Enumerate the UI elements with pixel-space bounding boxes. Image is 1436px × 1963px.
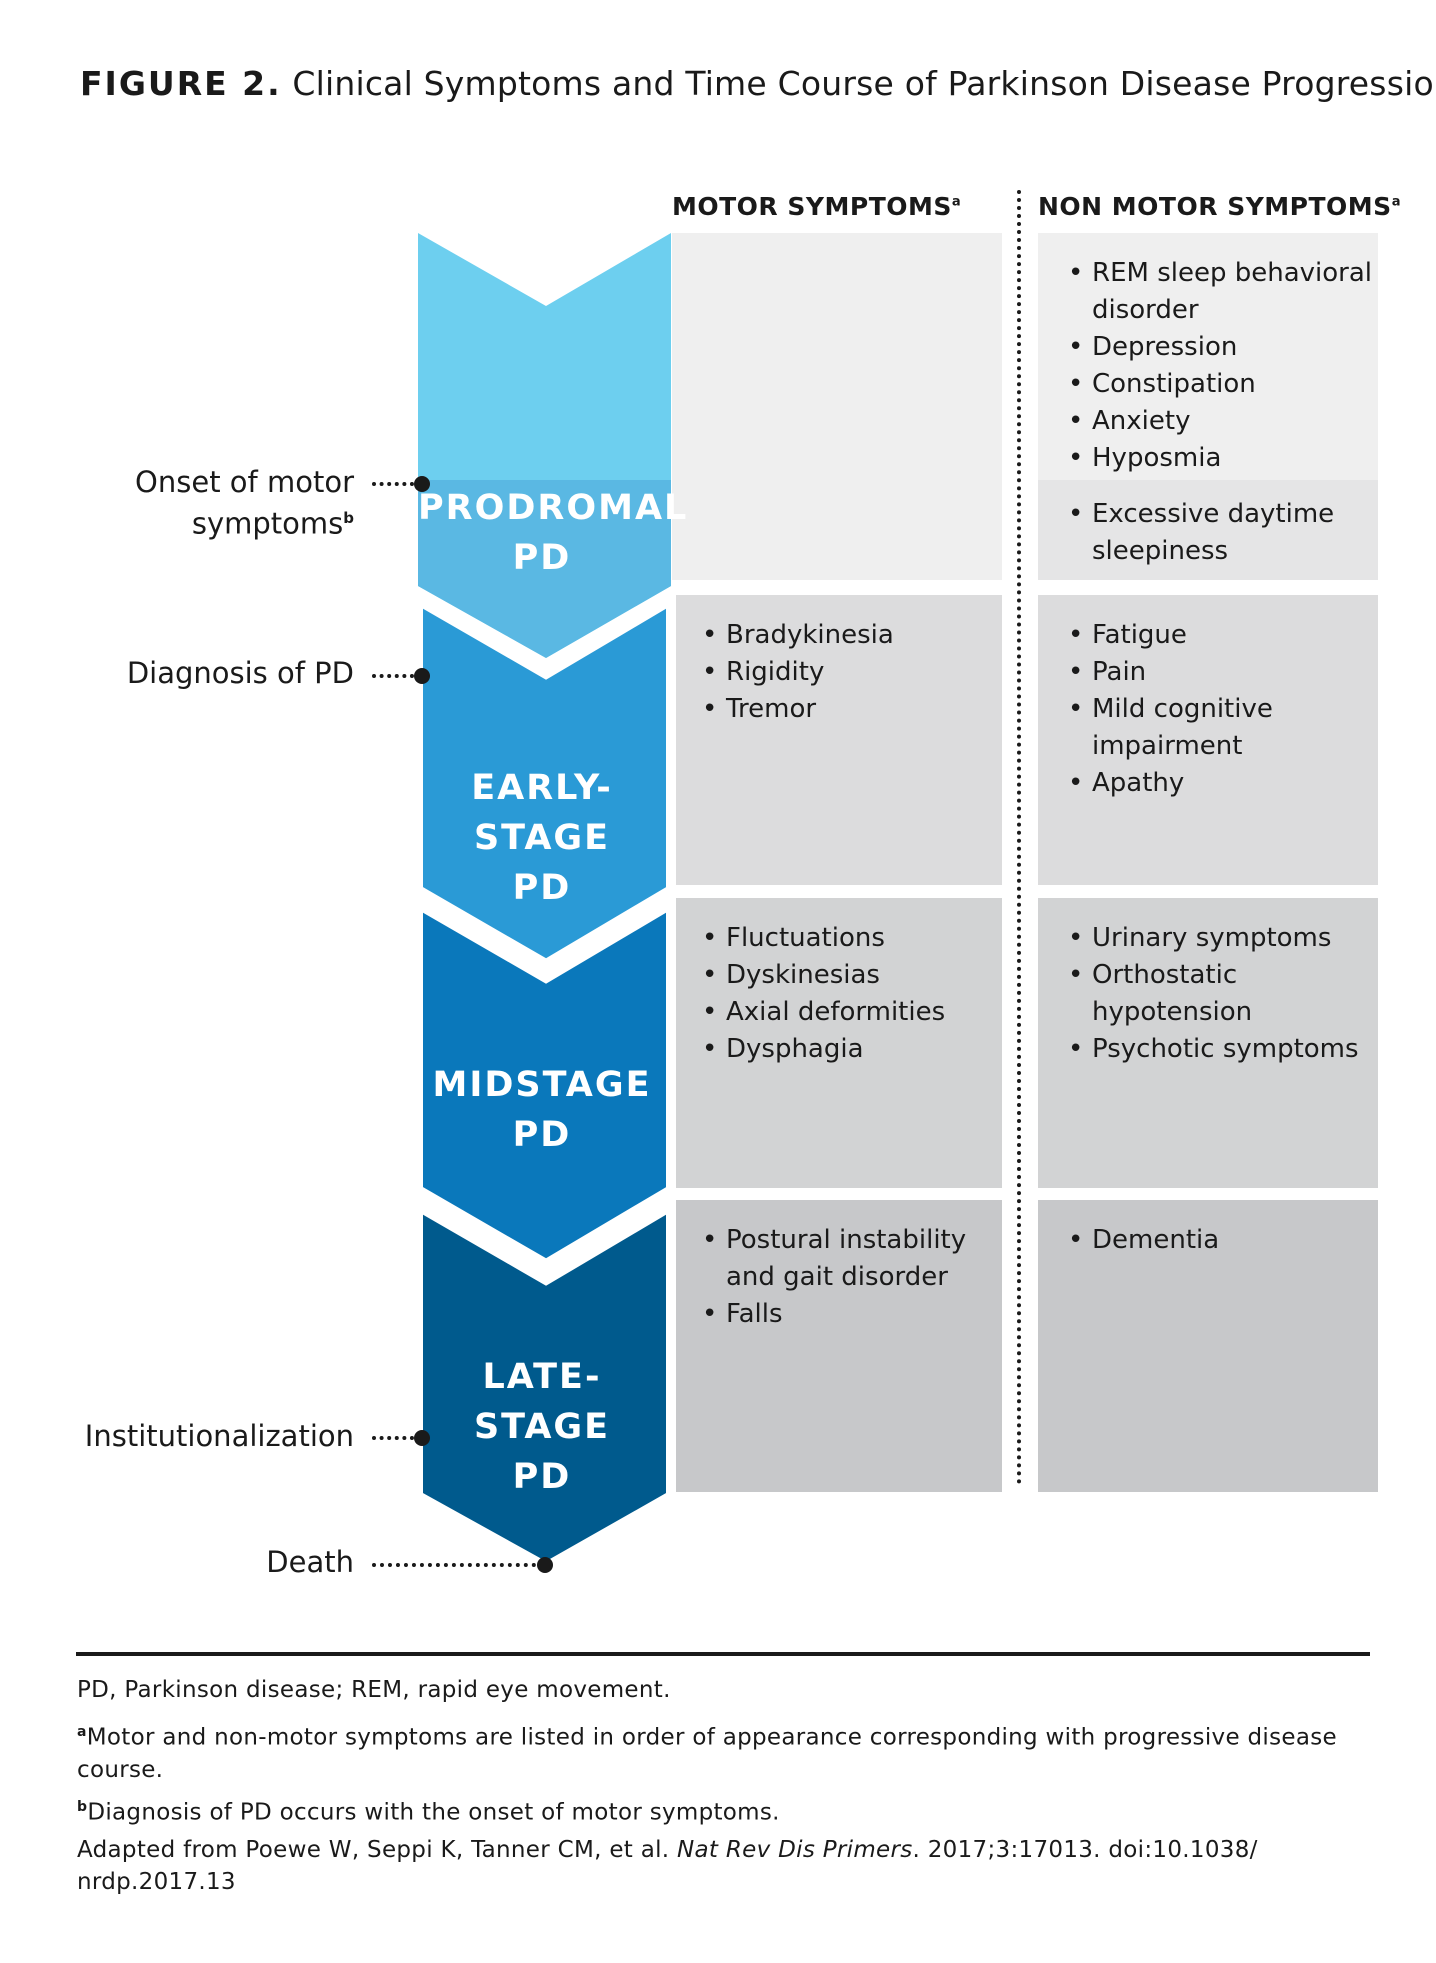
event-institutionalization-label: Institutionalization	[84, 1419, 354, 1453]
stage-label-prodromal: PRODROMAL PD	[418, 483, 689, 583]
stage-early-line1: EARLY-STAGE	[471, 768, 613, 858]
symptom-item: Tremor	[702, 691, 1002, 728]
event-institutionalization-leader	[372, 1436, 414, 1440]
nonmotor-subcell-prodromal-late: Excessive daytime sleepiness	[1038, 480, 1378, 580]
symptom-item: Pain	[1068, 654, 1378, 691]
symptom-item: Dysphagia	[702, 1031, 1002, 1068]
event-diagnosis-label: Diagnosis of PD	[126, 656, 354, 690]
nonmotor-cell-mid: Urinary symptomsOrthostatic hypotensionP…	[1038, 898, 1378, 1188]
nonmotor-list-prodromal-late: Excessive daytime sleepiness	[1038, 480, 1378, 570]
symptom-item: Urinary symptoms	[1068, 920, 1378, 957]
symptom-item: Rigidity	[702, 654, 1002, 691]
stage-label-late: LATE-STAGE PD	[418, 1352, 666, 1502]
event-death-marker	[537, 1557, 553, 1573]
symptom-item: Fluctuations	[702, 920, 1002, 957]
footnote-source: Adapted from Poewe W, Seppi K, Tanner CM…	[77, 1834, 1367, 1898]
event-onset-line1: Onset of motor	[135, 465, 354, 499]
symptom-item: Constipation	[1068, 366, 1378, 403]
nonmotor-cell-prodromal: REM sleep behavioral disorderDepressionC…	[1038, 233, 1378, 580]
motor-list-early: BradykinesiaRigidityTremor	[672, 595, 1002, 728]
symptom-item: Orthostatic hypotension	[1068, 957, 1378, 1031]
symptom-item: REM sleep behavioral disorder	[1068, 255, 1378, 329]
event-onset-label: Onset of motor symptomsb	[135, 464, 354, 542]
motor-header-sup: a	[951, 194, 962, 210]
chevron-late-stage	[413, 1197, 676, 1573]
figure-title: FIGURE 2. Clinical Symptoms and Time Cou…	[80, 64, 1436, 103]
symptom-item: Mild cognitive impairment	[1068, 691, 1378, 765]
event-diagnosis-leader	[372, 674, 414, 678]
nonmotor-list-prodromal: REM sleep behavioral disorderDepressionC…	[1038, 233, 1378, 477]
nonmotor-cell-early: FatiguePainMild cognitive impairmentApat…	[1038, 595, 1378, 885]
event-onset-leader	[372, 482, 414, 486]
event-death-leader	[372, 1563, 536, 1567]
motor-list-mid: FluctuationsDyskinesiasAxial deformities…	[672, 898, 1002, 1068]
footnote-b-sup: b	[77, 1799, 88, 1815]
stage-early-line2: PD	[512, 868, 572, 908]
motor-cell-early: BradykinesiaRigidityTremor	[672, 595, 1002, 885]
symptom-item: Excessive daytime sleepiness	[1068, 496, 1378, 570]
nonmotor-list-late: Dementia	[1038, 1200, 1378, 1259]
stage-label-early: EARLY-STAGE PD	[418, 763, 666, 913]
symptom-item: Falls	[702, 1296, 1002, 1333]
motor-cell-late: Postural instability and gait disorderFa…	[672, 1200, 1002, 1492]
nonmotor-list-early: FatiguePainMild cognitive impairmentApat…	[1038, 595, 1378, 802]
stage-late-line1: LATE-STAGE	[473, 1357, 611, 1447]
chevron-midstage	[413, 895, 676, 1270]
motor-list-late: Postural instability and gait disorderFa…	[672, 1200, 1002, 1333]
footnote-a-text: Motor and non-motor symptoms are listed …	[77, 1724, 1337, 1783]
footnote-rule	[76, 1652, 1370, 1656]
nonmotor-list-mid: Urinary symptomsOrthostatic hypotensionP…	[1038, 898, 1378, 1068]
symptom-item: Fatigue	[1068, 617, 1378, 654]
symptom-item: Hyposmia	[1068, 440, 1378, 477]
event-institutionalization-marker	[414, 1430, 430, 1446]
chevron-prodromal-lower	[418, 480, 671, 658]
symptom-item: Dementia	[1068, 1222, 1378, 1259]
stage-prodromal-line2: PD	[512, 538, 572, 578]
stage-mid-line2: PD	[512, 1115, 572, 1155]
column-divider	[1017, 190, 1021, 1485]
stage-late-line2: PD	[512, 1457, 572, 1497]
nonmotor-header: NON MOTOR SYMPTOMSa	[1038, 192, 1401, 221]
event-onset-marker	[414, 476, 430, 492]
event-onset-line2: symptoms	[191, 506, 344, 541]
event-diagnosis-marker	[414, 668, 430, 684]
symptom-item: Dyskinesias	[702, 957, 1002, 994]
symptom-item: Anxiety	[1068, 403, 1378, 440]
symptom-item: Depression	[1068, 329, 1378, 366]
chevron-early-stage	[413, 591, 676, 970]
symptom-item: Axial deformities	[702, 994, 1002, 1031]
stage-prodromal-line1: PRODROMAL	[418, 488, 689, 528]
nonmotor-header-label: NON MOTOR SYMPTOMS	[1038, 192, 1392, 221]
event-death-label: Death	[266, 1545, 354, 1579]
footnote-source-post: . 2017;3:17013. doi:10.1038/ nrdp.2017.1…	[77, 1837, 1258, 1895]
footnote-a-sup: a	[77, 1724, 87, 1740]
symptom-item: Postural instability and gait disorder	[702, 1222, 1002, 1296]
symptom-item: Psychotic symptoms	[1068, 1031, 1378, 1068]
figure-title-text: Clinical Symptoms and Time Course of Par…	[292, 64, 1436, 103]
motor-cell-prodromal	[672, 233, 1002, 580]
footnote-source-pre: Adapted from Poewe W, Seppi K, Tanner CM…	[77, 1837, 678, 1863]
nonmotor-cell-late: Dementia	[1038, 1200, 1378, 1492]
symptom-item: Bradykinesia	[702, 617, 1002, 654]
stage-mid-line1: MIDSTAGE	[432, 1065, 652, 1105]
footnote-source-journal: Nat Rev Dis Primers	[677, 1837, 913, 1863]
motor-cell-mid: FluctuationsDyskinesiasAxial deformities…	[672, 898, 1002, 1188]
nonmotor-header-sup: a	[1391, 194, 1401, 210]
stage-label-mid: MIDSTAGE PD	[418, 1060, 666, 1160]
footnote-b-text: Diagnosis of PD occurs with the onset of…	[87, 1799, 780, 1826]
footnote-b: bDiagnosis of PD occurs with the onset o…	[77, 1791, 1367, 1829]
event-onset-sup: b	[343, 509, 354, 527]
motor-header: MOTOR SYMPTOMSa	[672, 192, 961, 221]
symptom-item: Apathy	[1068, 765, 1378, 802]
footnote-abbreviations: PD, Parkinson disease; REM, rapid eye mo…	[77, 1677, 671, 1703]
footnote-a: aMotor and non-motor symptoms are listed…	[77, 1716, 1367, 1786]
figure-label: FIGURE 2.	[80, 64, 282, 103]
motor-header-label: MOTOR SYMPTOMS	[672, 192, 952, 221]
